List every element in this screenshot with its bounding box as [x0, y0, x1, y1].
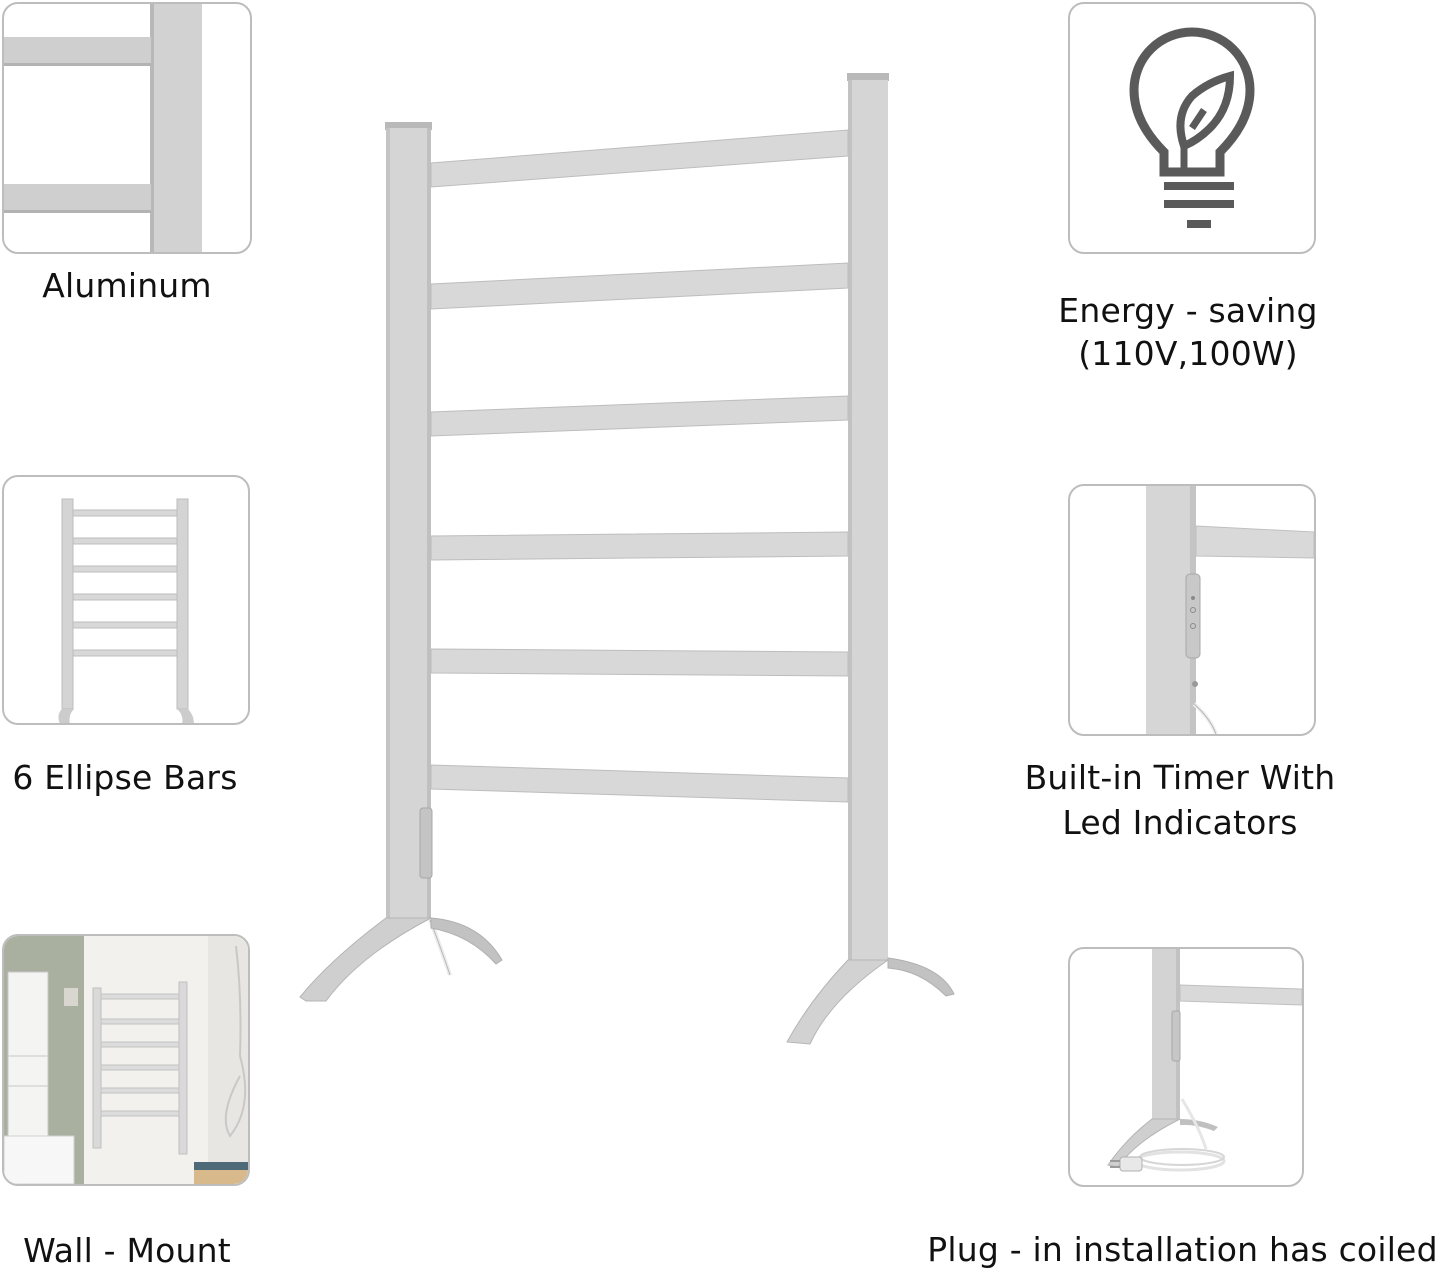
bathroom-wall-mounted-rack-icon — [4, 936, 248, 1184]
feature-label-timer-line1: Built-in Timer With — [1024, 758, 1336, 797]
heated-towel-rack-product-image — [299, 73, 955, 1045]
feature-card-aluminum — [2, 2, 252, 254]
feature-card-plug-in — [1068, 947, 1304, 1187]
feature-card-wall-mount — [2, 934, 250, 1186]
feature-label-energy-saving-line1: Energy - saving — [1058, 291, 1318, 330]
feature-label-plug-in: Plug - in installation has coiled — [927, 1230, 1438, 1269]
control-panel-closeup-icon — [1146, 486, 1314, 734]
aluminum-frame-closeup-icon — [4, 4, 202, 252]
feature-label-ellipse-bars: 6 Ellipse Bars — [12, 758, 238, 797]
timer-control-panel — [419, 807, 433, 879]
lightbulb-leaf-icon — [1129, 27, 1255, 228]
feature-label-aluminum: Aluminum — [42, 266, 212, 305]
feature-card-ellipse-bars — [2, 475, 250, 725]
feature-card-timer — [1068, 484, 1316, 736]
feature-label-energy-saving-line2: (110V,100W) — [1078, 334, 1298, 373]
feature-label-wall-mount: Wall - Mount — [23, 1231, 231, 1270]
coiled-cord-plug-icon — [1107, 949, 1302, 1172]
towel-rack-full-icon — [58, 498, 194, 723]
feature-card-energy-saving — [1068, 2, 1316, 254]
feature-label-timer-line2: Led Indicators — [1062, 803, 1298, 842]
